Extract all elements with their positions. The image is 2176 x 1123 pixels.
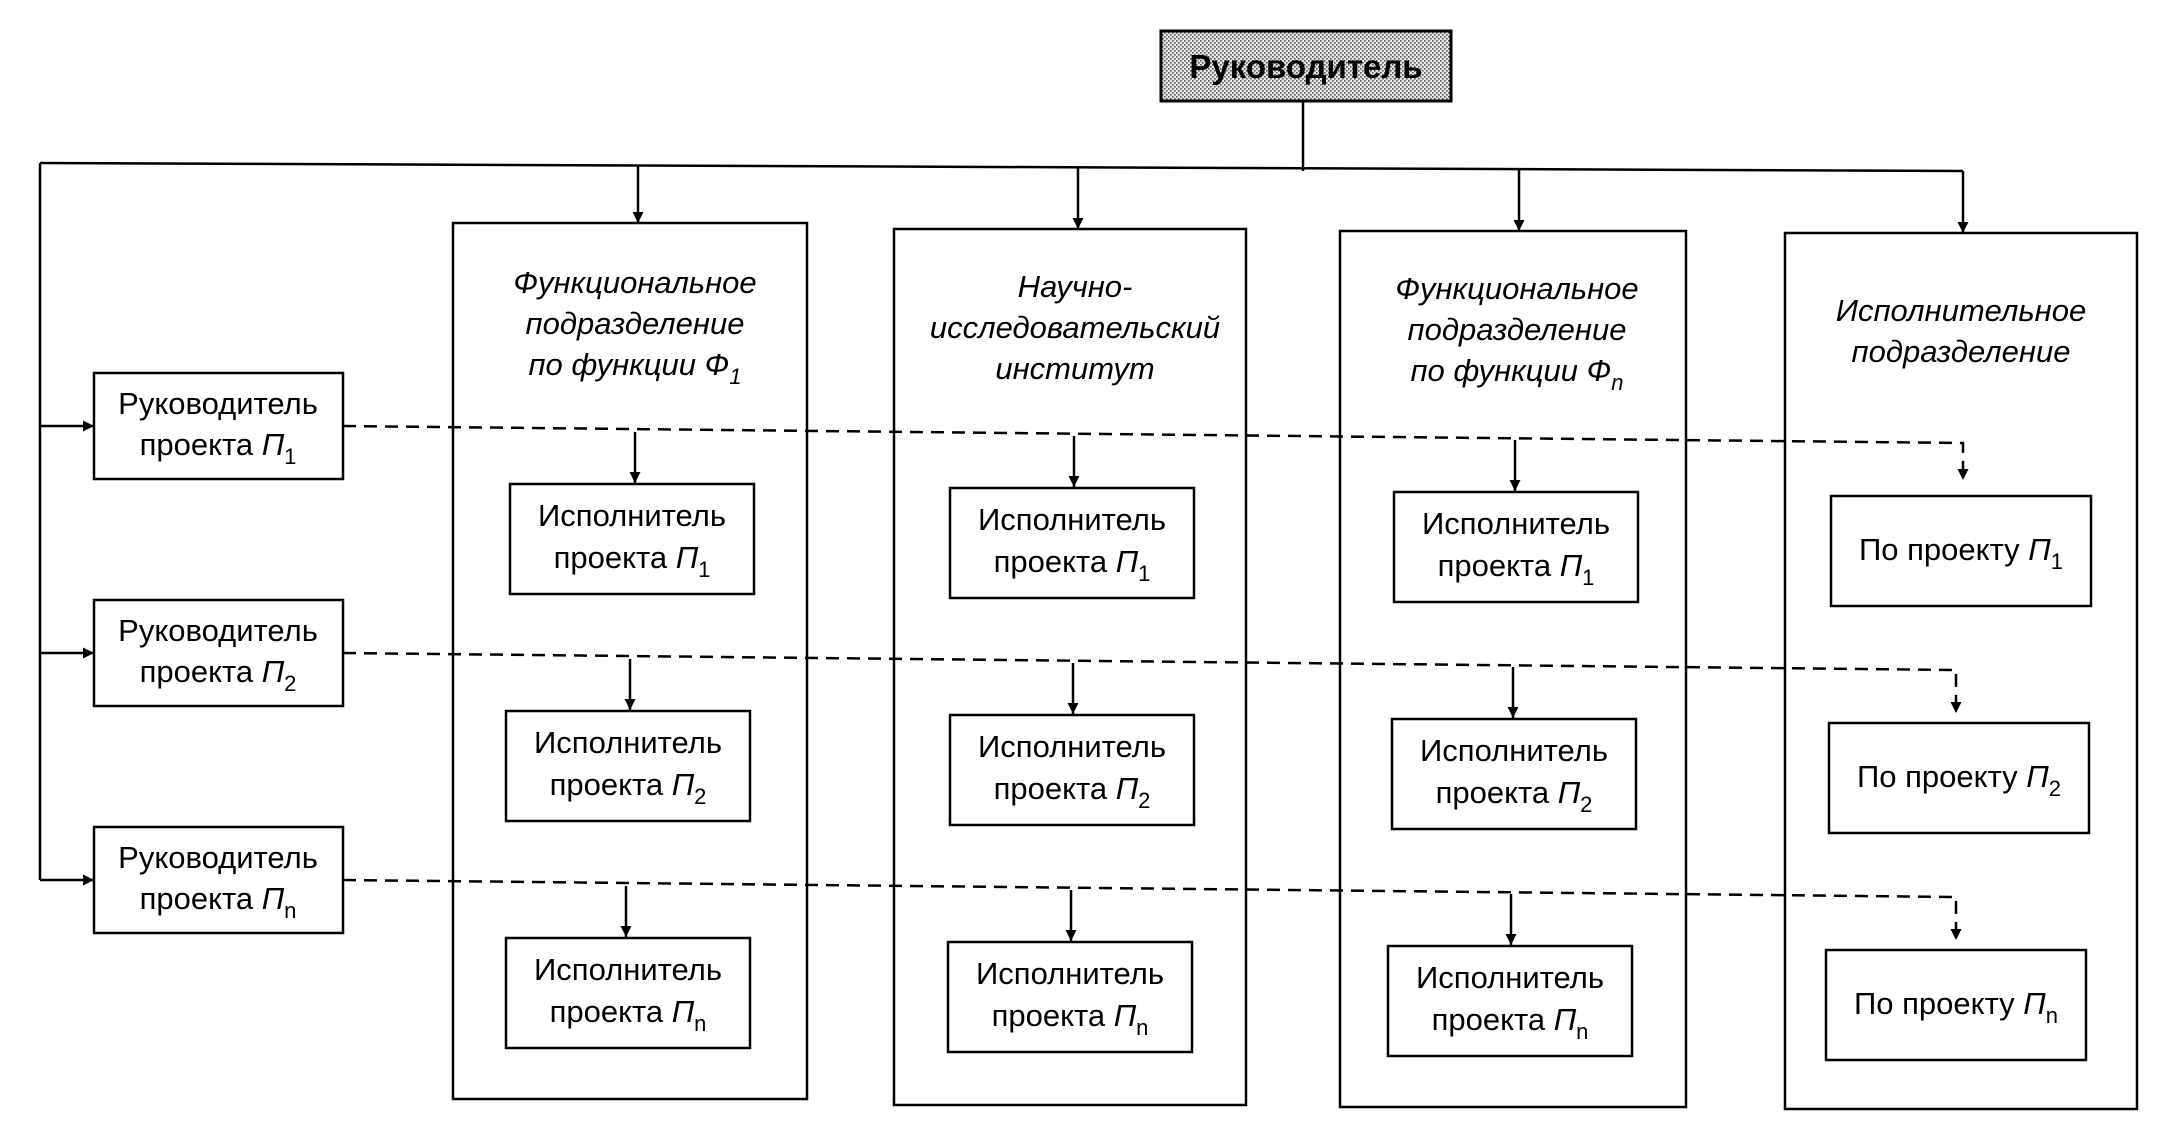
column-2-heading-1: Научно- bbox=[1018, 269, 1133, 304]
executor-c1-p1[interactable]: Исполнитель проекта П1 bbox=[508, 482, 756, 596]
executor-c3-p2-line1: Исполнитель bbox=[1420, 733, 1608, 768]
project-line-n bbox=[342, 878, 1962, 940]
manager-2-line1: Руководитель bbox=[118, 613, 318, 648]
executor-c2-pn-line1: Исполнитель bbox=[976, 956, 1164, 991]
manager-box-2[interactable]: Руководитель проекта П2 bbox=[92, 598, 345, 708]
executor-c2-p2-line2: проекта П2 bbox=[994, 771, 1151, 813]
column-1-frame bbox=[451, 221, 809, 1101]
executor-c2-p2-line1: Исполнитель bbox=[978, 729, 1166, 764]
executor-c1-p1-line1: Исполнитель bbox=[538, 498, 726, 533]
executor-c1-p2[interactable]: Исполнитель проекта П2 bbox=[504, 709, 752, 823]
executor-c2-p1-line2: проекта П1 bbox=[994, 544, 1151, 586]
executor-c1-p2-line1: Исполнитель bbox=[534, 725, 722, 760]
executor-c4-pn[interactable]: По проекту Пn bbox=[1824, 948, 2088, 1062]
executor-c1-pn-line2: проекта Пn bbox=[550, 994, 707, 1036]
manager-2-line2: проекта П2 bbox=[140, 654, 297, 696]
column-4-heading-2: подразделение bbox=[1852, 334, 2071, 369]
column-4-heading-1: Исполнительное bbox=[1836, 293, 2086, 328]
column-1-heading-3: по функции Ф1 bbox=[528, 347, 741, 389]
executor-c3-pn[interactable]: Исполнитель проекта Пn bbox=[1386, 944, 1634, 1058]
column-executive-division: Исполнительное подразделение По проекту … bbox=[1783, 231, 2139, 1111]
column-functional-fn: Функциональное подразделение по функции … bbox=[1338, 229, 1688, 1109]
column-research-institute: Научно- исследовательский институт Испол… bbox=[892, 227, 1248, 1107]
column-3-frame bbox=[1338, 229, 1688, 1109]
column-2-frame bbox=[892, 227, 1248, 1107]
manager-1-line1: Руководитель bbox=[118, 386, 318, 421]
top-manager-label: Руководитель bbox=[1189, 48, 1422, 85]
manager-box-n[interactable]: Руководитель проекта Пn bbox=[92, 825, 345, 935]
executor-c4-p1-label: По проекту П1 bbox=[1859, 532, 2063, 574]
manager-n-line1: Руководитель bbox=[118, 840, 318, 875]
executor-c1-p1-line2: проекта П1 bbox=[554, 540, 711, 582]
column-2-heading-3: институт bbox=[995, 351, 1154, 386]
executor-c3-p1-line1: Исполнитель bbox=[1422, 506, 1610, 541]
executor-c4-pn-label: По проекту Пn bbox=[1854, 986, 2058, 1028]
executor-c3-p2-line2: проекта П2 bbox=[1436, 775, 1593, 817]
top-manager-box[interactable]: Руководитель bbox=[1159, 29, 1453, 103]
column-3-heading-2: подразделение bbox=[1408, 312, 1627, 347]
executor-c4-p1[interactable]: По проекту П1 bbox=[1829, 494, 2093, 608]
executor-c3-pn-line1: Исполнитель bbox=[1416, 960, 1604, 995]
executor-c4-p2[interactable]: По проекту П2 bbox=[1827, 721, 2091, 835]
executor-c1-p2-line2: проекта П2 bbox=[550, 767, 707, 809]
executor-c1-pn[interactable]: Исполнитель проекта Пn bbox=[504, 936, 752, 1050]
executor-c3-pn-line2: проекта Пn bbox=[1432, 1002, 1589, 1044]
executor-c3-p1-line2: проекта П1 bbox=[1438, 548, 1595, 590]
column-1-heading-2: подразделение bbox=[526, 306, 745, 341]
column-3-heading-3: по функции Фn bbox=[1410, 353, 1623, 395]
column-3-heading-1: Функциональное bbox=[1395, 271, 1638, 306]
column-2-heading-2: исследовательский bbox=[930, 310, 1220, 345]
manager-1-line2: проекта П1 bbox=[140, 427, 297, 469]
executor-c2-p1[interactable]: Исполнитель проекта П1 bbox=[948, 486, 1196, 600]
executor-c3-p2[interactable]: Исполнитель проекта П2 bbox=[1390, 717, 1638, 831]
executor-c1-pn-line1: Исполнитель bbox=[534, 952, 722, 987]
connectors bbox=[38, 101, 1969, 886]
manager-box-1[interactable]: Руководитель проекта П1 bbox=[92, 371, 345, 481]
column-1-heading-1: Функциональное bbox=[513, 265, 756, 300]
project-drop-arrows bbox=[620, 432, 1521, 945]
executor-c4-p2-label: По проекту П2 bbox=[1857, 759, 2061, 801]
main-bus bbox=[39, 161, 1964, 173]
executor-c2-pn[interactable]: Исполнитель проекта Пn bbox=[946, 940, 1194, 1054]
column-4-frame bbox=[1783, 231, 2139, 1111]
executor-c2-p2[interactable]: Исполнитель проекта П2 bbox=[948, 713, 1196, 827]
project-line-1 bbox=[342, 424, 1969, 480]
project-line-2 bbox=[342, 651, 1962, 713]
manager-n-line2: проекта Пn bbox=[140, 881, 297, 923]
project-lines bbox=[342, 424, 1969, 940]
column-functional-f1: Функциональное подразделение по функции … bbox=[451, 221, 809, 1101]
executor-c3-p1[interactable]: Исполнитель проекта П1 bbox=[1392, 490, 1640, 604]
executor-c2-pn-line2: проекта Пn bbox=[992, 998, 1149, 1040]
executor-c2-p1-line1: Исполнитель bbox=[978, 502, 1166, 537]
